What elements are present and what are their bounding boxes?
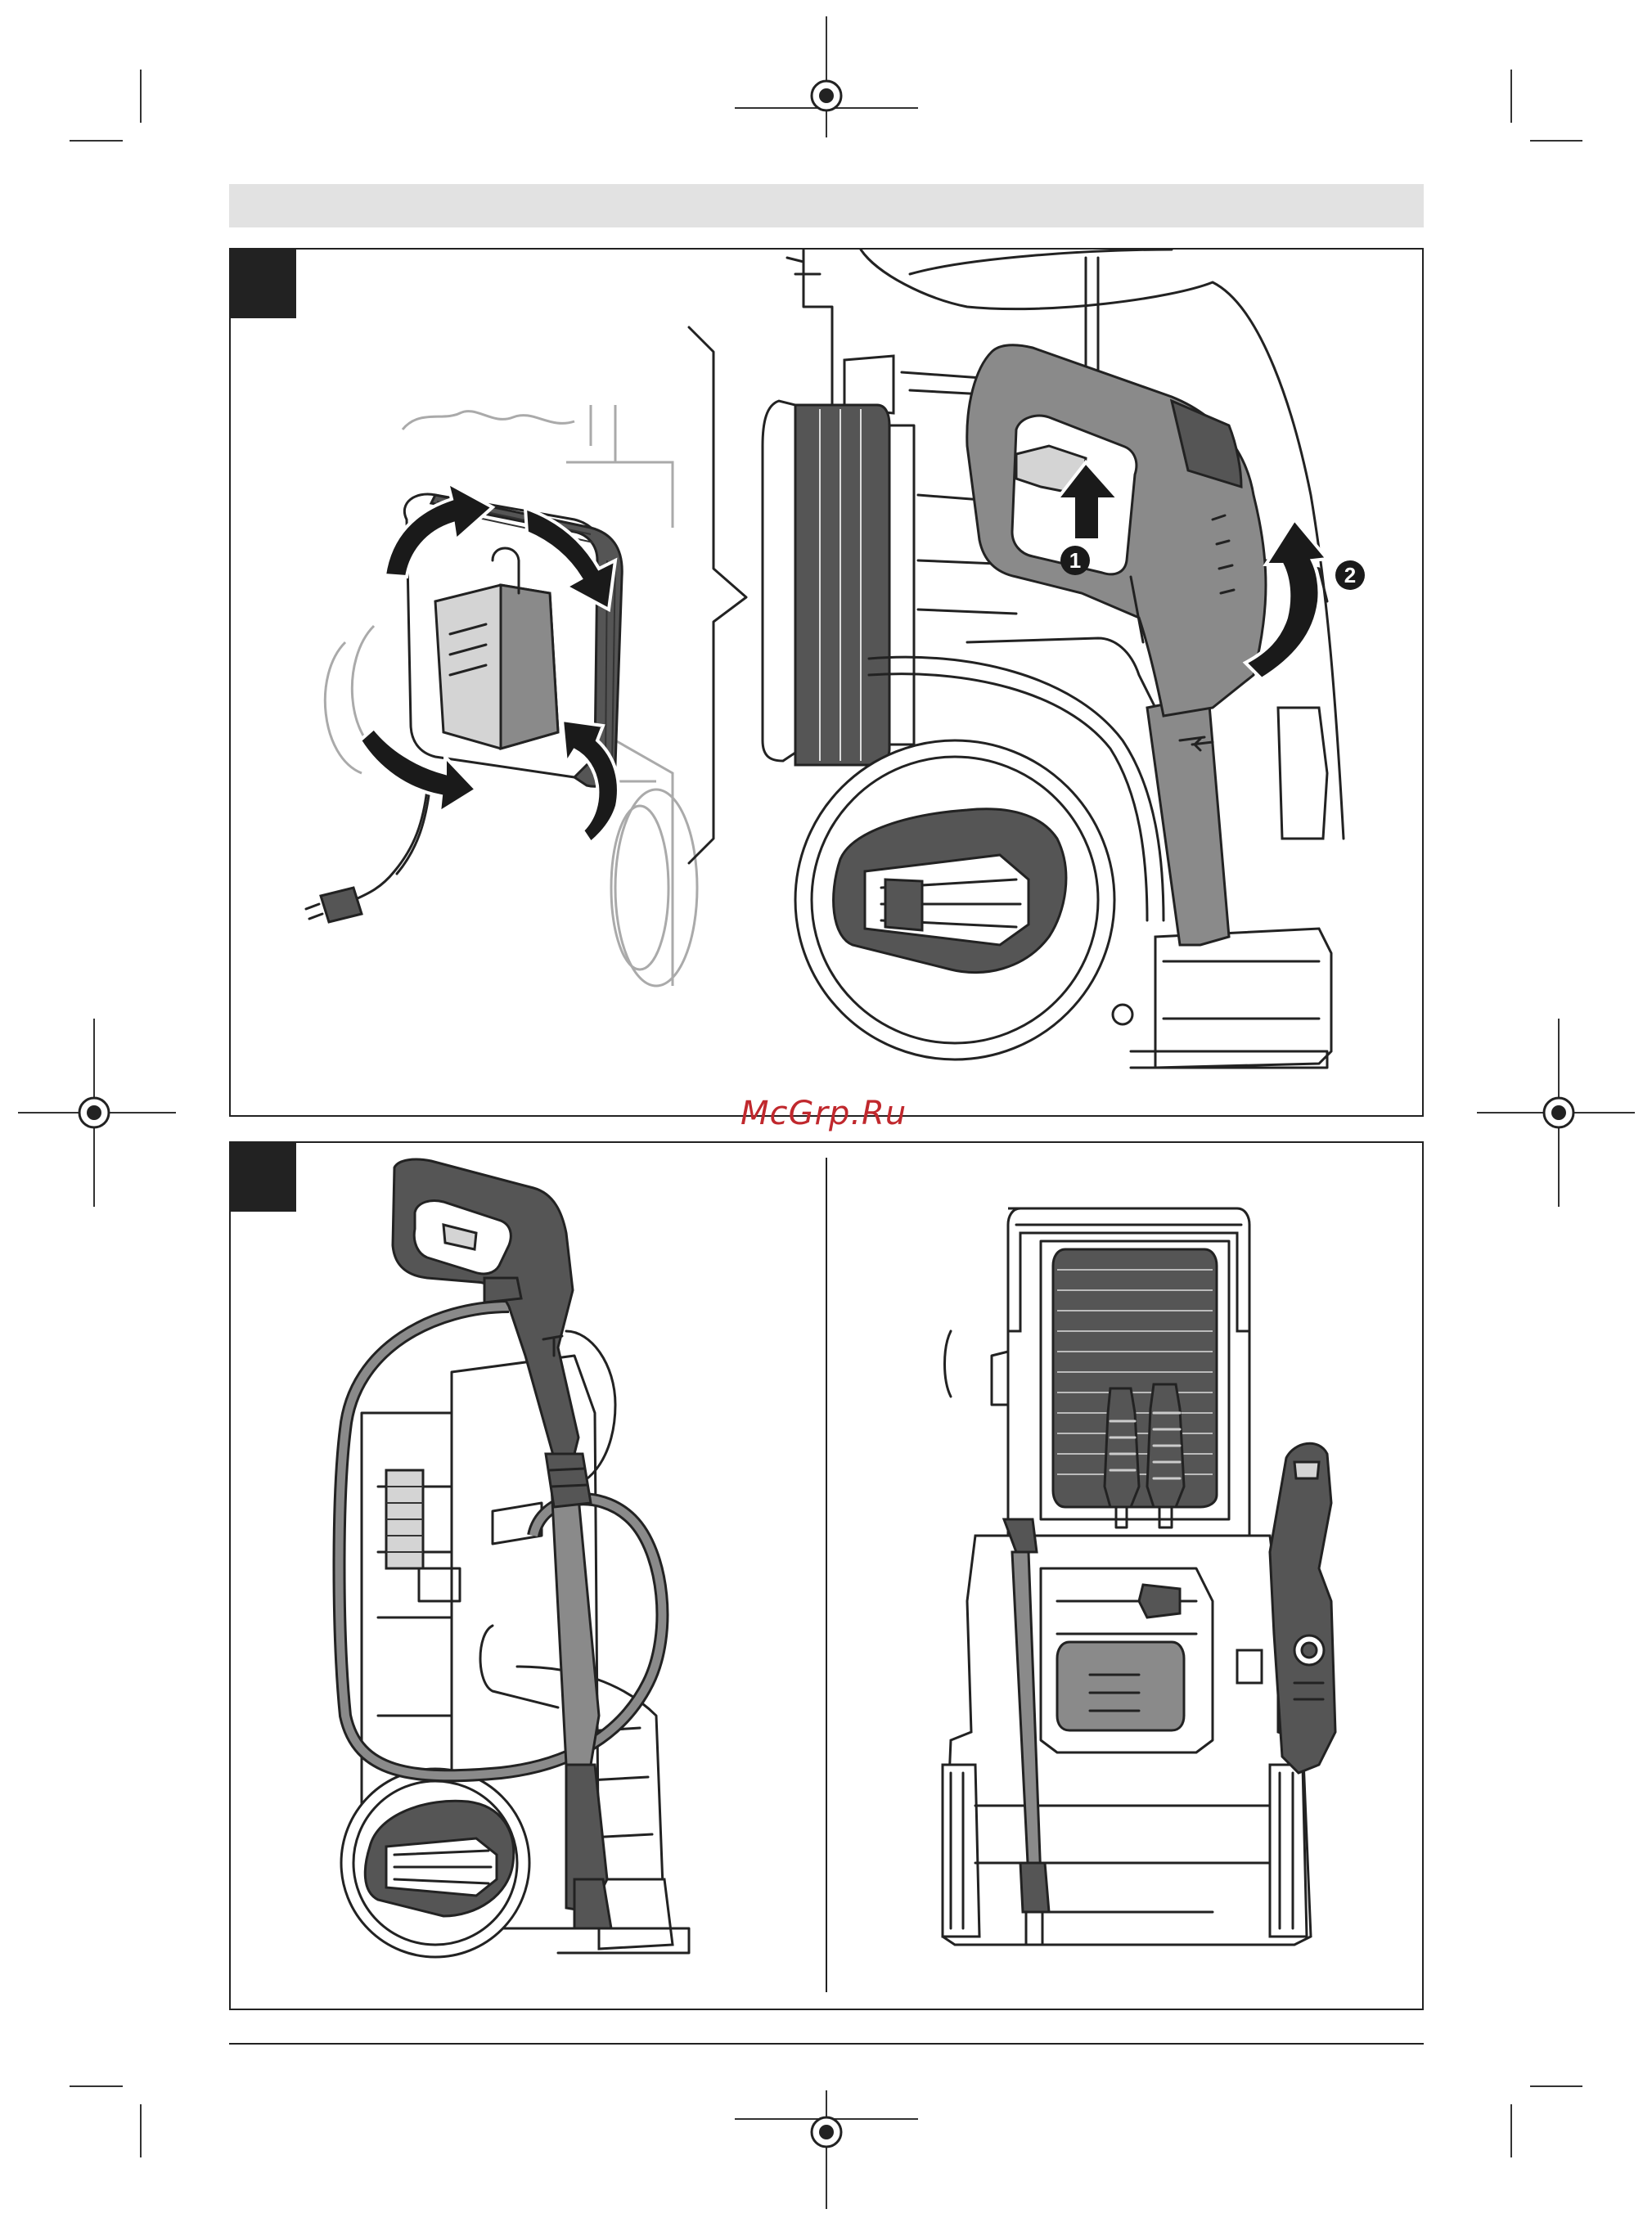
watermark: McGrp.Ru — [740, 1095, 907, 1132]
machine-main-view: 1 2 — [763, 250, 1365, 1068]
svg-text:1: 1 — [1069, 548, 1081, 573]
svg-text:2: 2 — [1344, 563, 1356, 587]
header-bar — [229, 184, 1424, 227]
callout-2: 2 — [1335, 560, 1365, 590]
hose-reel-detail — [306, 405, 697, 986]
footer-rule — [229, 2043, 1424, 2045]
wheel-icon — [795, 740, 1114, 1060]
callout-1: 1 — [1060, 546, 1090, 575]
detail-bracket — [689, 327, 746, 863]
figure-bottom-illustration — [231, 1143, 1422, 2009]
figure-top-illustration: 1 2 — [231, 250, 1422, 1115]
pressure-washer-back-view-icon — [943, 1208, 1335, 1945]
pressure-washer-side-view-icon — [341, 1331, 689, 1957]
